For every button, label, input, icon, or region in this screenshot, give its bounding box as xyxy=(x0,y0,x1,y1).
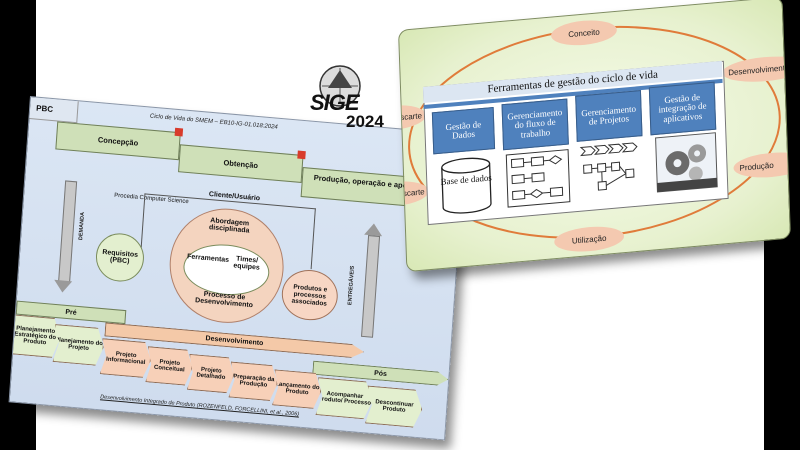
product-lifecycle-slide: PBC Ciclo de Vida do SMEM – EB10-IG-01.0… xyxy=(8,96,467,441)
sige-logo: SIGE 2024 xyxy=(306,60,390,134)
demand-arrow xyxy=(58,180,78,284)
deliveries-arrow xyxy=(361,234,381,338)
stage-5: Projeto Detalhado xyxy=(187,354,235,394)
products-bubble: Produtos e processos associados xyxy=(280,267,340,323)
requirements-label: Requisitos (PBC) xyxy=(102,248,139,266)
box-gestao-dados: Gestão de Dados xyxy=(431,106,496,155)
box-integracao: Gestão de integração de aplicativos xyxy=(648,81,717,136)
products-label: Produtos e processos associados xyxy=(291,283,328,308)
milestone-marker xyxy=(297,150,306,160)
demand-label: DEMANDA xyxy=(78,211,87,241)
milestone-marker xyxy=(174,127,184,137)
deliveries-label: ENTREGÁVEIS xyxy=(347,265,356,306)
demand-arrow-head xyxy=(53,279,73,294)
phase-obtencao: Obtenção xyxy=(178,144,304,183)
database-icon xyxy=(441,157,492,214)
project-chart-icon xyxy=(579,142,638,191)
box-fluxo-trabalho: Gerenciamento do fluxo de trabalho xyxy=(501,98,569,151)
workflow-diagram-icon xyxy=(505,149,571,208)
stage-1: Planejamento Estratégico do Produto xyxy=(9,314,62,358)
stage-3: Projeto Informacional xyxy=(100,338,152,378)
sige-logo-year: 2024 xyxy=(346,112,384,131)
stage-2: Planejamento do Projeto xyxy=(53,324,105,366)
plm-tools-slide: Conceito Desenvolvimento Produção Utiliz… xyxy=(398,0,791,273)
gears-icon xyxy=(655,132,718,193)
requirements-bubble: Requisitos (PBC) xyxy=(94,231,146,284)
box-projetos: Gerenciamento de Projetos xyxy=(575,90,643,142)
sige-emblem-icon xyxy=(319,65,361,107)
stage-6: Preparação da Produção xyxy=(228,361,278,401)
deliveries-arrow-head xyxy=(364,222,383,237)
stage-7: Lançamento do Produto xyxy=(272,369,322,409)
pbc-label: PBC xyxy=(29,97,79,124)
sige-logo-text: SIGE xyxy=(310,90,360,115)
phase-concepcao: Concepção xyxy=(55,121,181,161)
stage-4: Projeto Conceitual xyxy=(145,346,193,386)
